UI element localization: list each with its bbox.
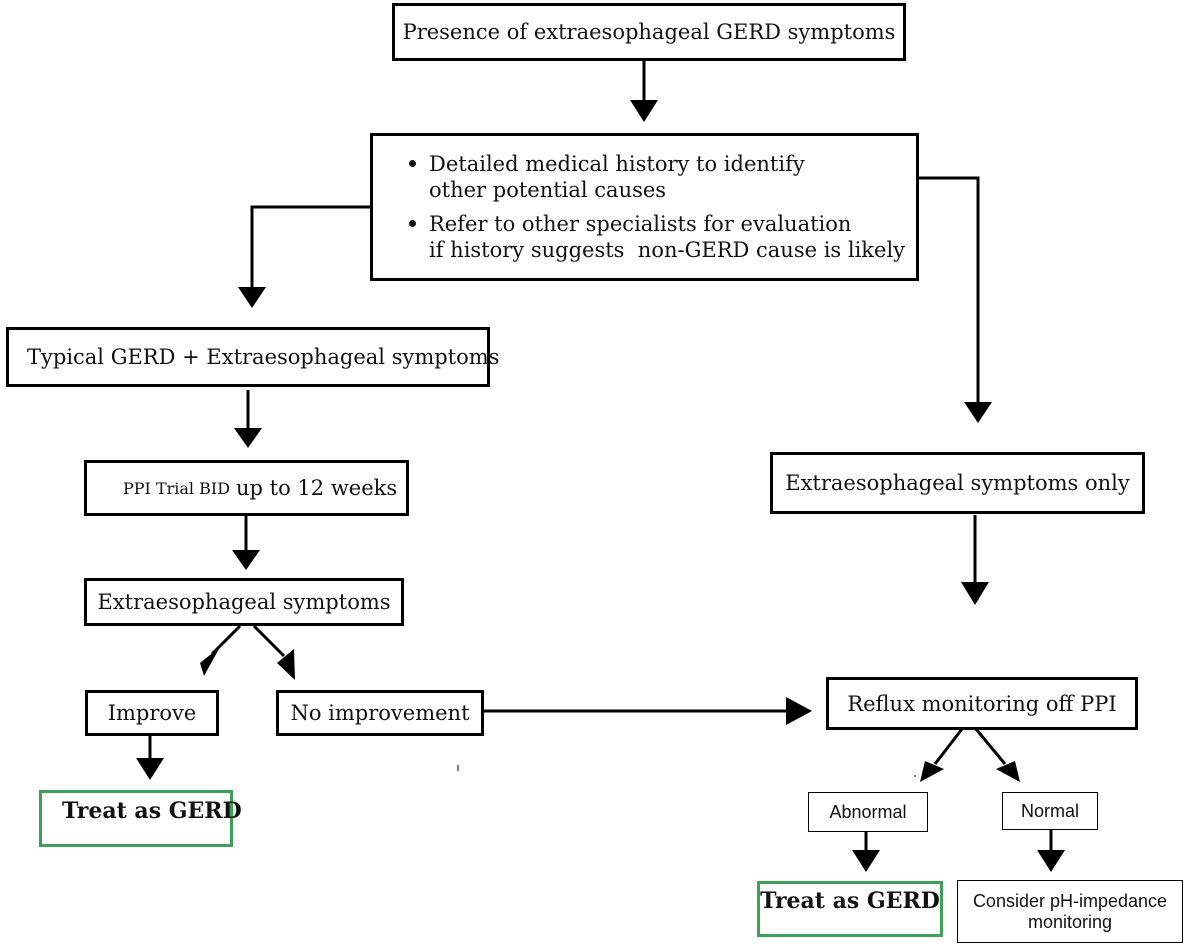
ppi-trial-suffix: up to 12 weeks [236,476,398,500]
extra-only-box: Extraesophageal symptoms only [770,452,1145,514]
connector-reflux-abnormal [933,728,964,765]
reflux-label: Reflux monitoring off PPI [847,691,1117,716]
no-improvement-label: No improvement [290,701,470,725]
ppi-trial-prefix: PPI Trial BID [123,478,231,498]
arrowhead-consider [1037,850,1065,872]
arrowhead-typical [238,287,266,308]
connector-extra-noimprove [252,624,286,658]
typical-label: Typical GERD + Extraesophageal symptoms [27,345,500,369]
treat-as-gerd-right-box: Treat as GERD [757,881,943,937]
arrowhead-improve [200,647,220,676]
connector-history-extra-only [918,176,980,405]
history-bullet-text: Refer to other specialists for evaluatio… [429,212,906,262]
extra-symptoms-box: Extraesophageal symptoms [84,578,404,626]
arrowhead-extra-only [964,402,992,423]
presence-box: Presence of extraesophageal GERD symptom… [392,3,906,61]
abnormal-label: Abnormal [829,801,907,822]
bullet-icon [409,220,416,227]
connector-history-typical [250,205,370,290]
bullet-icon [409,160,416,167]
arrowhead-normal [996,761,1020,782]
normal-box: Normal [1002,792,1098,830]
history-bullet-list: Detailed medical history to identify oth… [399,151,905,263]
no-improvement-box: No improvement [276,690,484,736]
abnormal-box: Abnormal [808,792,928,832]
arrowhead-reflux-from-extra [961,582,989,605]
arrowhead-treat-right [852,850,880,872]
history-bullet-text: Detailed medical history to identify oth… [429,152,805,202]
arrowhead-abnormal [920,761,944,782]
treat-as-gerd-left-box: Treat as GERD [39,790,242,847]
improve-box: Improve [85,690,219,736]
extra-symptoms-label: Extraesophageal symptoms [97,590,391,614]
arrowhead-reflux [786,697,812,725]
ppi-trial-box: PPI Trial BID up to 12 weeks [84,460,409,516]
reflux-monitoring-box: Reflux monitoring off PPI [826,677,1138,730]
history-box: Detailed medical history to identify oth… [370,133,919,281]
consider-label: Consider pH-impedance monitoring [972,890,1168,932]
consider-ph-box: Consider pH-impedance monitoring [957,880,1183,943]
history-bullet-item: Refer to other specialists for evaluatio… [399,211,905,263]
connector-extra-improve [210,624,242,656]
arrowhead-treat-left [136,758,164,780]
arrowhead-noimprove [277,649,295,680]
improve-label: Improve [107,701,197,725]
normal-label: Normal [1020,800,1079,821]
arrowhead-extra [232,550,260,570]
stray-dot [914,775,916,777]
arrowhead-ppi [234,428,262,448]
treat-left-label: Treat as GERD [62,798,242,824]
arrowhead-history [630,100,658,122]
treat-right-label: Treat as GERD [760,888,940,914]
extra-only-label: Extraesophageal symptoms only [785,471,1130,495]
presence-label: Presence of extraesophageal GERD symptom… [402,20,896,44]
history-bullet-item: Detailed medical history to identify oth… [399,151,905,203]
connector-reflux-normal [974,728,1007,765]
typical-box: Typical GERD + Extraesophageal symptoms [6,327,499,387]
